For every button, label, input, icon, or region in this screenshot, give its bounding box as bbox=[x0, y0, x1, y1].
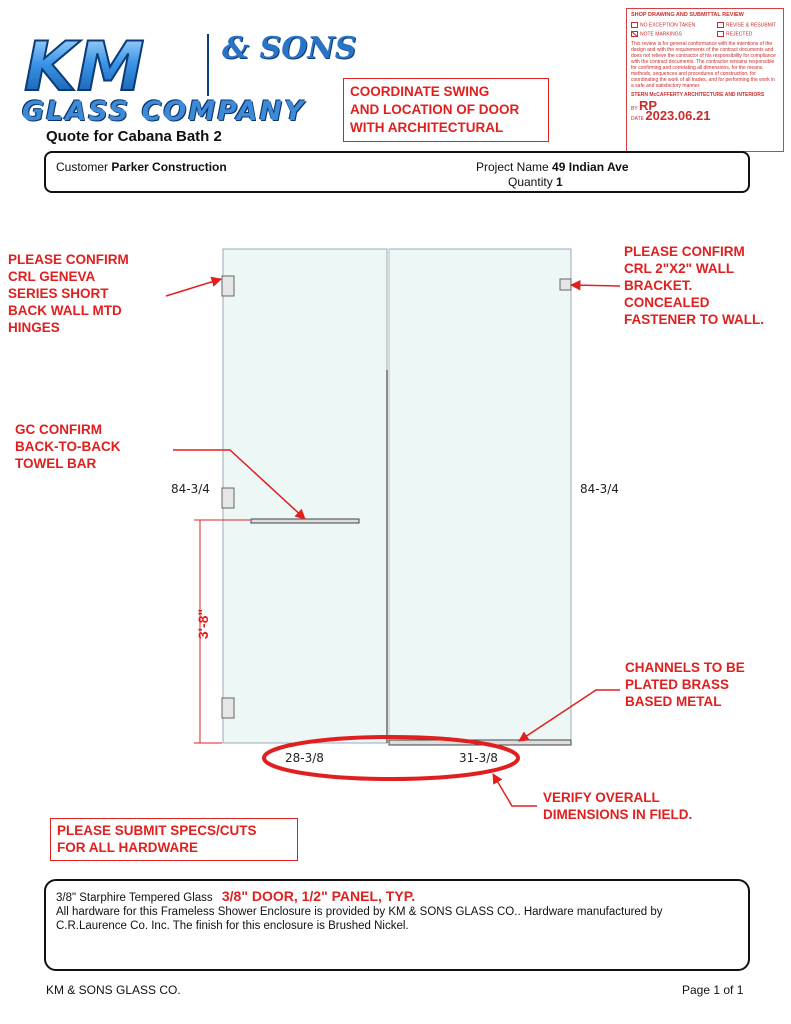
width-dimension-right: 31-3/8 bbox=[459, 751, 498, 765]
stamp-option-checked: NOTE MARKINGS bbox=[631, 31, 682, 38]
wall-bracket-callout: PLEASE CONFIRM CRL 2"X2" WALL BRACKET. C… bbox=[624, 244, 765, 327]
channels-callout: CHANNELS TO BE PLATED BRASS BASED METAL bbox=[625, 660, 745, 709]
logo-sons-text: & SONS bbox=[222, 31, 357, 66]
coordinate-swing-note: COORDINATE SWING AND LOCATION OF DOOR WI… bbox=[343, 78, 549, 142]
height-dimension-right: 84-3/4 bbox=[580, 482, 619, 496]
hinge-middle bbox=[221, 487, 235, 509]
hinge-bottom bbox=[221, 697, 235, 719]
stamp-by-label: BY bbox=[631, 105, 638, 112]
door-panel bbox=[388, 248, 572, 744]
note-line: WITH ARCHITECTURAL bbox=[350, 120, 504, 135]
hinge-top bbox=[221, 275, 235, 297]
height-dimension-left: 84-3/4 bbox=[171, 482, 210, 496]
stamp-date-value: 2023.06.21 bbox=[645, 107, 711, 123]
stamp-option: REVISE & RESUBMIT bbox=[717, 22, 779, 28]
logo-km-text: KM bbox=[24, 30, 144, 100]
review-stamp: SHOP DRAWING AND SUBMITTAL REVIEW NO EXC… bbox=[626, 8, 784, 152]
stamp-option: NO EXCEPTION TAKEN bbox=[631, 22, 695, 28]
quote-title: Quote for Cabana Bath 2 bbox=[46, 128, 222, 145]
stamp-title: SHOP DRAWING AND SUBMITTAL REVIEW bbox=[631, 12, 744, 18]
company-logo: KM bbox=[22, 27, 222, 108]
note-line: AND LOCATION OF DOOR bbox=[350, 102, 520, 117]
logo-glass-text: GLASS COMPANY bbox=[22, 96, 306, 127]
stamp-by-value: RP bbox=[638, 97, 658, 113]
width-dimension-left: 28-3/8 bbox=[285, 751, 324, 765]
verify-dimensions-callout: VERIFY OVERALL DIMENSIONS IN FIELD. bbox=[543, 790, 693, 822]
glass-spec: 3/8" Starphire Tempered Glass bbox=[56, 892, 213, 904]
project-value: 49 Indian Ave bbox=[552, 160, 629, 174]
glass-markup: 3/8" DOOR, 1/2" PANEL, TYP. bbox=[221, 888, 416, 904]
stamp-body: This review is for general conformance w… bbox=[631, 40, 776, 89]
note-line: COORDINATE SWING bbox=[350, 84, 490, 99]
fixed-panel bbox=[222, 248, 388, 744]
dimension-highlight-ellipse bbox=[262, 735, 520, 781]
customer-value: Parker Construction bbox=[111, 160, 227, 174]
customer-label: Customer bbox=[56, 160, 109, 174]
towel-bar-height-dimension: 3'-8" bbox=[195, 608, 212, 640]
stamp-option: REJECTED bbox=[717, 31, 779, 38]
footer-page: Page 1 of 1 bbox=[682, 983, 744, 997]
notes-box: 3/8" Starphire Tempered Glass 3/8" DOOR,… bbox=[44, 879, 750, 971]
footer-company: KM & SONS GLASS CO. bbox=[46, 983, 181, 997]
stamp-firm: STERN McCAFFERTY ARCHITECTURE AND INTERI… bbox=[631, 91, 765, 98]
towel-bar bbox=[250, 518, 360, 524]
quantity-value: 1 bbox=[556, 175, 563, 189]
project-label: Project Name bbox=[476, 160, 549, 174]
hinge-callout: PLEASE CONFIRM CRL GENEVA SERIES SHORT B… bbox=[8, 252, 129, 335]
wall-bracket bbox=[559, 278, 572, 291]
hardware-note-line1: All hardware for this Frameless Shower E… bbox=[56, 906, 663, 918]
hardware-note-line2: C.R.Laurence Co. Inc. The finish for thi… bbox=[56, 920, 409, 932]
quantity-label: Quantity bbox=[508, 175, 553, 189]
stamp-date-label: DATE bbox=[631, 115, 644, 122]
project-info-box: Customer Parker Construction Project Nam… bbox=[44, 151, 750, 193]
towel-bar-callout: GC CONFIRM BACK-TO-BACK TOWEL BAR bbox=[15, 422, 121, 471]
submit-specs-callout: PLEASE SUBMIT SPECS/CUTS FOR ALL HARDWAR… bbox=[50, 818, 298, 861]
